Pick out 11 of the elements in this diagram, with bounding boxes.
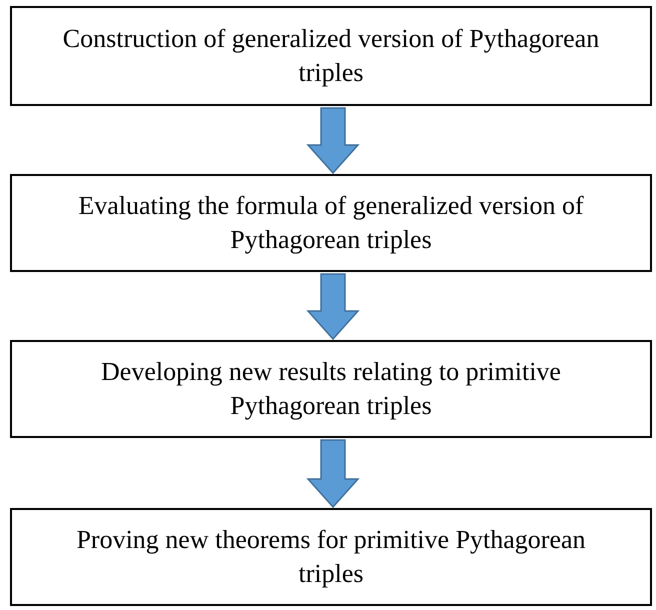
step-text: Construction of generalized version of Pythagorean triples: [62, 23, 600, 89]
block-arrow: [306, 273, 360, 340]
block-arrow: [306, 107, 360, 174]
process-box: [10, 340, 652, 438]
block-arrow: [306, 439, 360, 508]
process-box: [10, 6, 652, 106]
step-text: Developing new results relating to primitive Pythagorean triples: [100, 356, 562, 422]
step-text: Evaluating the formula of generalized version of Pythagorean triples: [77, 190, 585, 256]
process-box: [10, 174, 652, 272]
process-box: [10, 508, 652, 606]
step-text: Proving new theorems for primitive Pythagorean triples: [75, 524, 587, 590]
